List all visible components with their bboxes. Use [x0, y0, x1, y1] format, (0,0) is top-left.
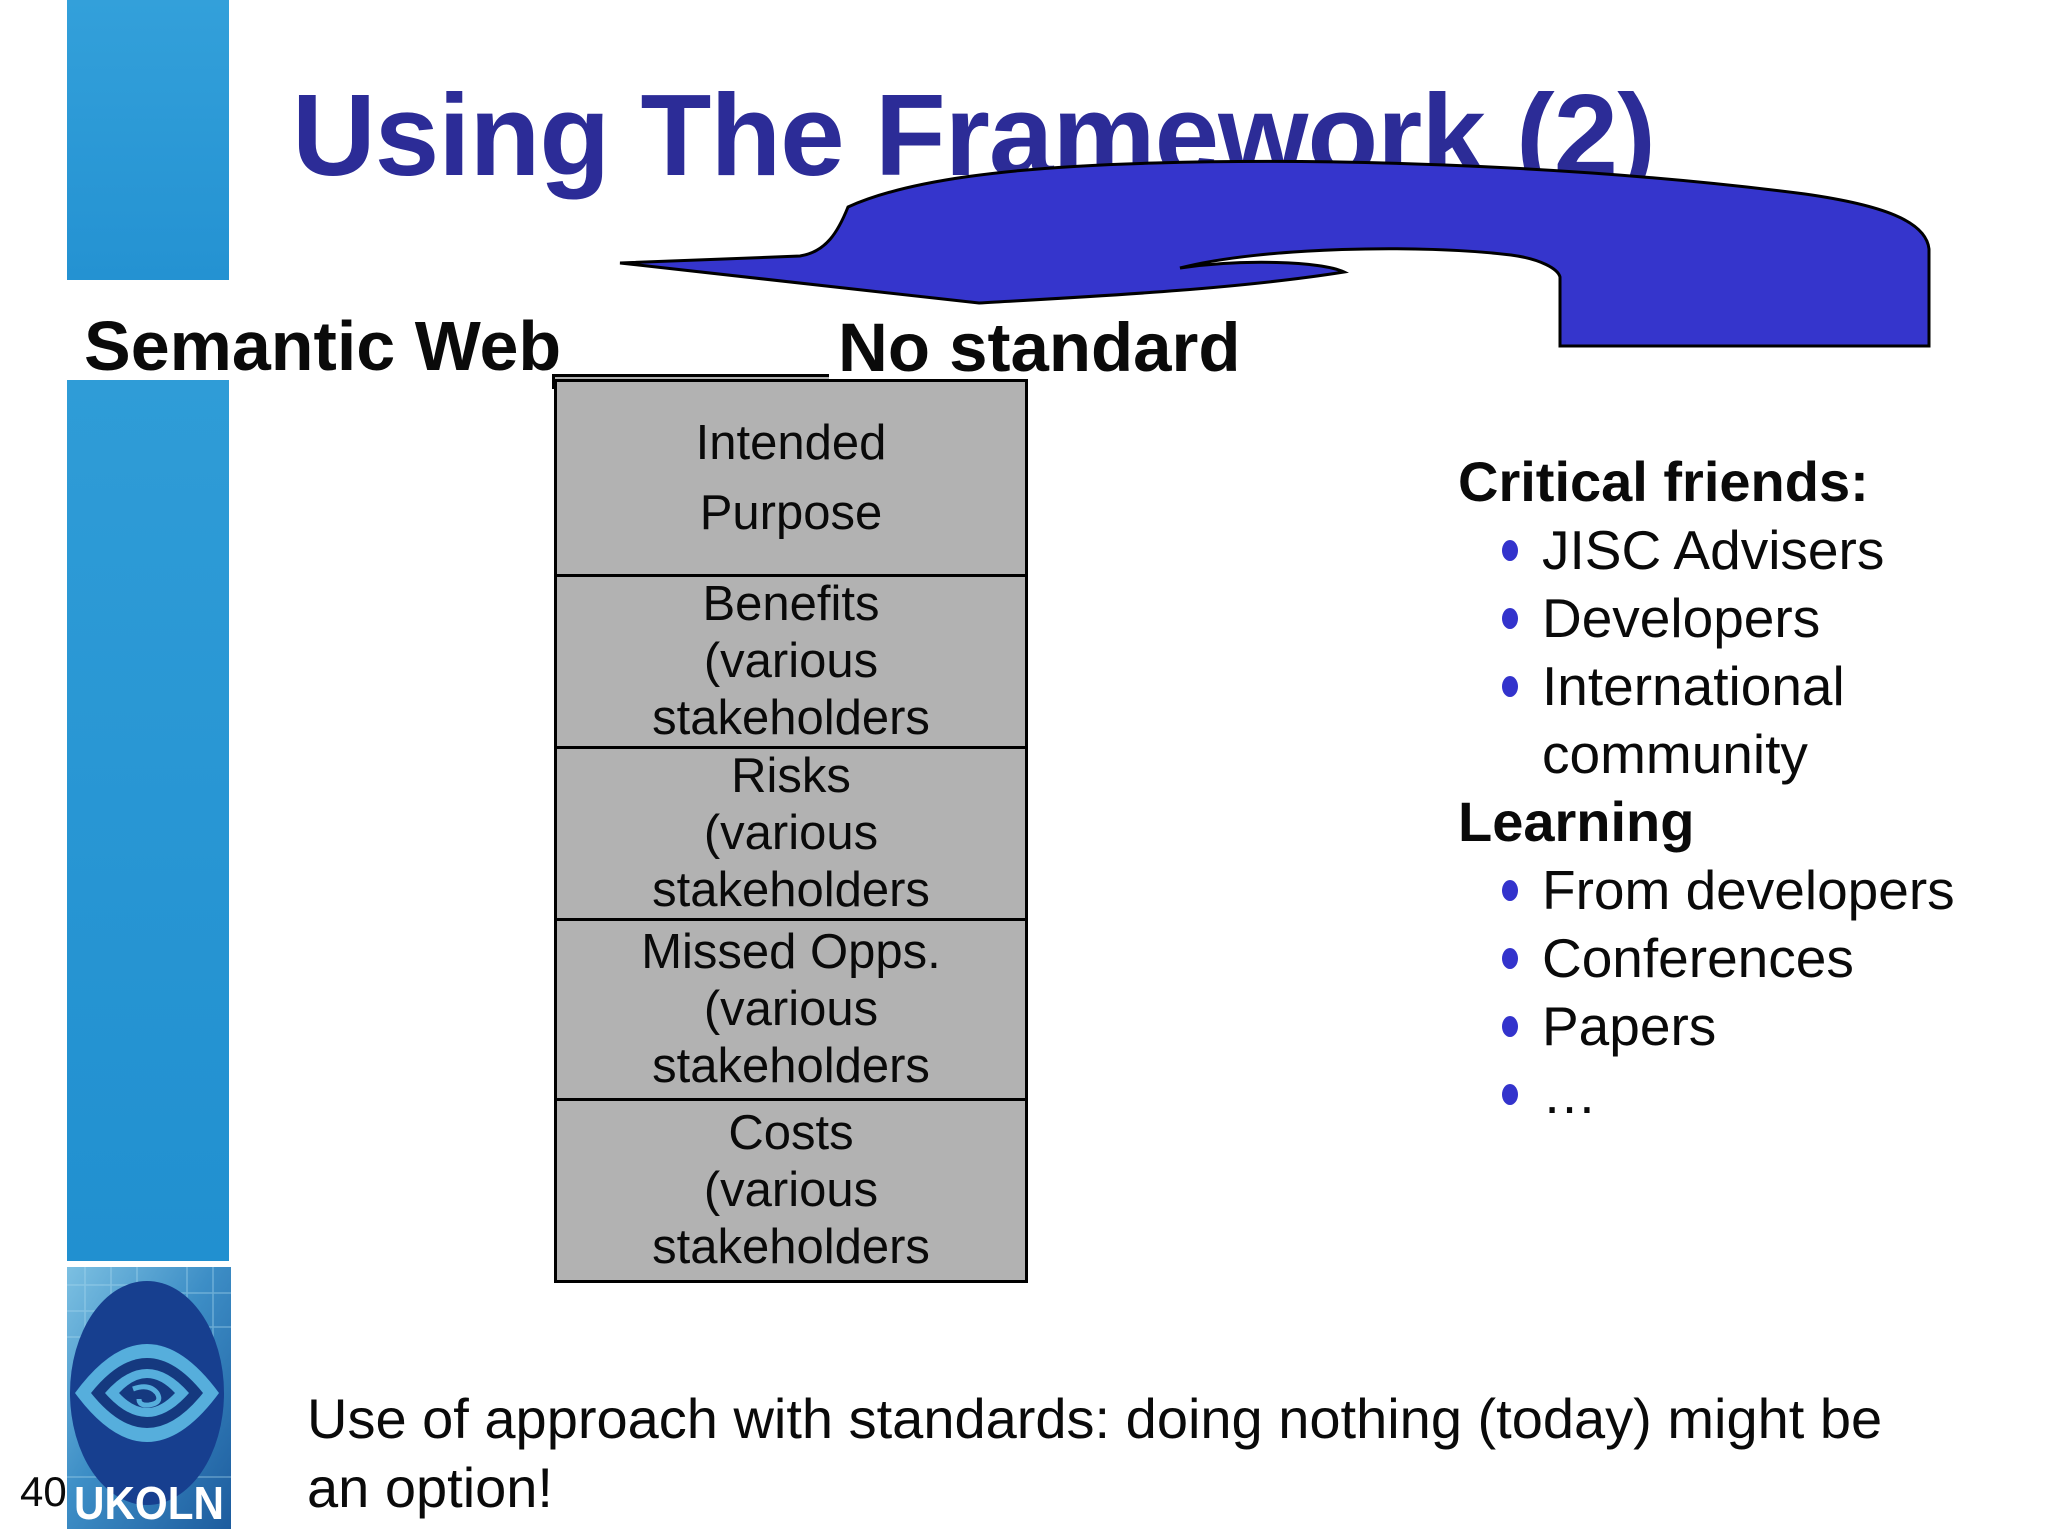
label-no-standard: No standard: [838, 309, 1241, 386]
list-item-label: From developers: [1542, 859, 1955, 921]
bullet-icon: [1502, 608, 1518, 629]
stack-box-risks: Risks (various stakeholders: [554, 746, 1028, 921]
heading-learning: Learning: [1458, 790, 1695, 853]
list-item-label: Papers: [1542, 995, 1717, 1057]
curved-arrow-graphic: [619, 159, 1931, 348]
list-item: From developers: [1502, 856, 2048, 924]
list-item-label: Conferences: [1542, 927, 1854, 989]
curved-arrow-shape: [619, 159, 1931, 348]
bullet-icon: [1502, 1016, 1518, 1037]
bullet-icon: [1502, 540, 1518, 561]
list-item-label: Developers: [1542, 587, 1821, 649]
bullet-icon: [1502, 880, 1518, 901]
stack-box-intended-purpose: Intended Purpose: [554, 379, 1028, 577]
bullet-icon: [1502, 948, 1518, 969]
stack-box-missed-opps: Missed Opps. (various stakeholders: [554, 918, 1028, 1101]
list-item: Conferences: [1502, 924, 2048, 992]
bullet-icon: [1502, 1084, 1518, 1105]
list-item-label: …: [1542, 1063, 1597, 1125]
sidebar-bar-middle: [67, 380, 229, 1261]
page-number: 40: [20, 1468, 67, 1515]
learning-list: From developers Conferences Papers …: [1458, 856, 2048, 1128]
stack-box-costs: Costs (various stakeholders: [554, 1098, 1028, 1283]
right-column: Critical friends: JISC Advisers Develope…: [1458, 448, 2048, 1128]
logo-eye-spiral: [70, 1281, 224, 1505]
framework-stack: Intended Purpose Benefits (various stake…: [554, 379, 1028, 1283]
critical-friends-list: JISC Advisers Developers International c…: [1458, 516, 2048, 788]
list-item: …: [1502, 1060, 2048, 1128]
footer-note: Use of approach with standards: doing no…: [307, 1387, 1883, 1519]
heading-critical-friends: Critical friends:: [1458, 450, 1869, 513]
sidebar-bar-top: [67, 0, 229, 280]
bullet-icon: [1502, 676, 1518, 697]
list-item: Developers: [1502, 584, 2048, 652]
list-item: International community: [1502, 652, 2048, 788]
label-semantic-web: Semantic Web: [84, 307, 562, 385]
logo-wordmark: UKOLN: [74, 1477, 224, 1529]
list-item-label: International community: [1542, 655, 1845, 785]
list-item-label: JISC Advisers: [1542, 519, 1885, 581]
ukoln-logo: UKOLN: [67, 1267, 231, 1529]
stack-box-benefits: Benefits (various stakeholders: [554, 574, 1028, 749]
list-item: JISC Advisers: [1502, 516, 2048, 584]
list-item: Papers: [1502, 992, 2048, 1060]
